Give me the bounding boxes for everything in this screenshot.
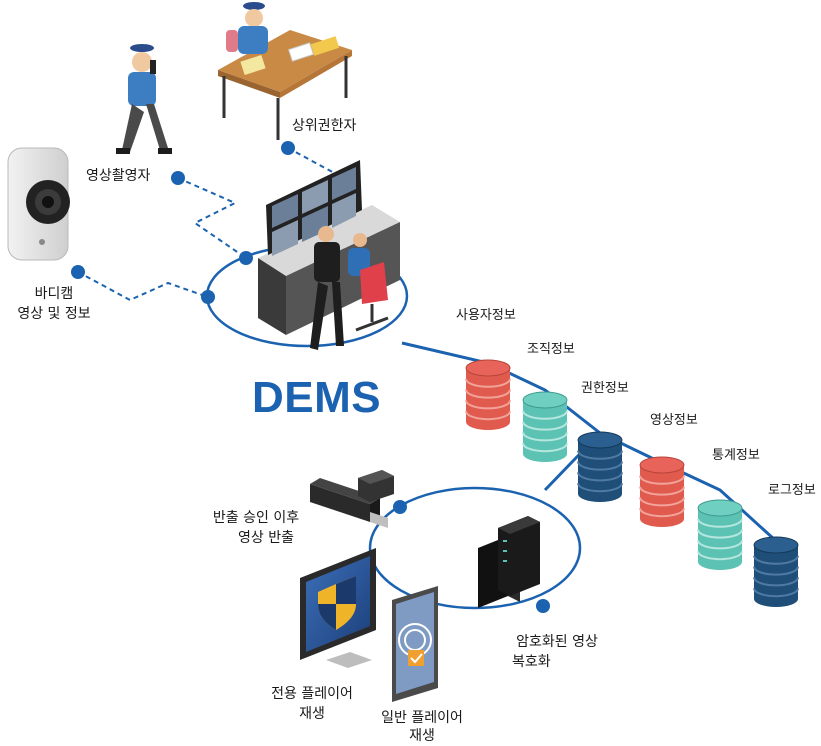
dot-export-bottom [536,599,550,613]
label-general-player-line2: 재생 [409,728,435,744]
label-approved-export-line2: 영상 반출 [238,530,294,546]
dot-supervisor [281,141,295,155]
database-2 [522,391,568,462]
label-dedicated-player-line2: 재생 [299,706,325,722]
label-supervisor: 상위권한자 [292,118,357,134]
label-db-video: 영상정보 [650,413,698,428]
dems-title: DEMS [252,373,382,422]
export-ellipse [368,486,582,610]
database-4 [639,456,685,527]
label-bodycam-line2: 영상 및 정보 [17,306,91,322]
label-camera-operator: 영상촬영자 [86,168,151,184]
server-icon [478,516,540,608]
database-1 [465,359,511,430]
dot-dems-top [239,251,253,265]
bodycam-icon [7,147,70,261]
usb-drive-icon [310,470,394,528]
dashed-link-bodycam [77,271,209,302]
label-bodycam-line1: 바디캠 [34,286,74,302]
label-db-log: 로그정보 [768,483,816,498]
connection-dots [71,141,550,613]
label-decrypt-line2: 복호화 [512,654,551,670]
database-cylinders [465,359,799,607]
label-dedicated-player-line1: 전용 플레이어 [271,686,353,702]
database-3 [577,431,623,502]
dot-bodycam [71,265,85,279]
label-db-permission: 권한정보 [581,381,629,396]
label-decrypt-line1: 암호화된 영상 [516,634,598,650]
control-room-icon [258,160,400,350]
label-general-player-line1: 일반 플레이어 [381,710,463,726]
dashed-link-supervisor [287,147,339,176]
dedicated-player-monitor-icon [300,548,376,668]
label-db-user: 사용자정보 [456,308,516,323]
dashed-link-camera-operator [177,177,247,259]
label-db-stats: 통계정보 [712,448,760,463]
label-approved-export-line1: 반출 승인 이후 [212,510,300,526]
dot-dems-left [201,290,215,304]
general-player-tablet-icon [392,586,438,702]
database-5 [697,499,743,570]
dot-export-top [393,500,407,514]
database-6 [753,536,799,607]
officer-camera-icon [116,44,172,154]
label-db-org: 조직정보 [527,342,575,357]
supervisor-desk-icon [218,2,352,140]
dot-camera-operator [171,171,185,185]
